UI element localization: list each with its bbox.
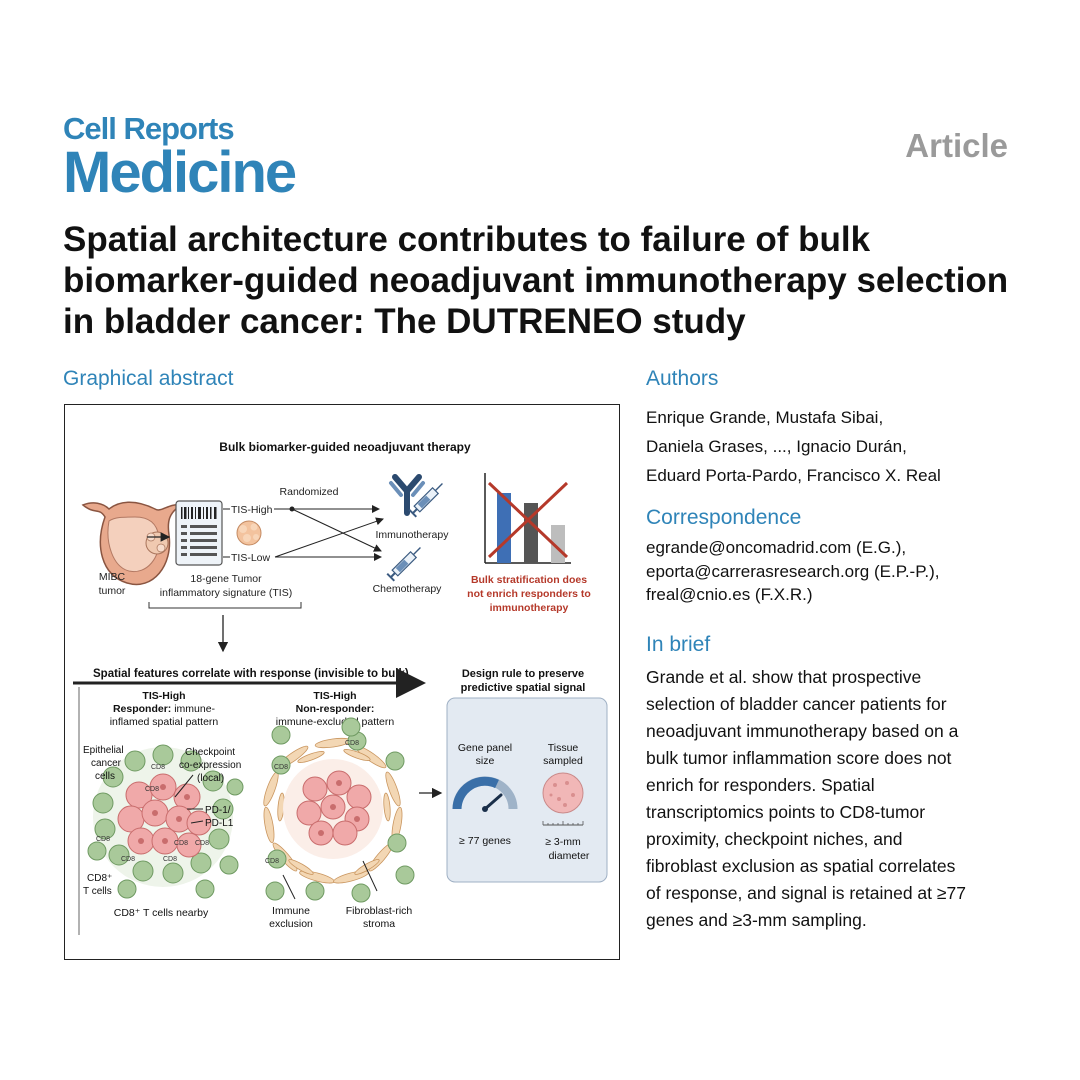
randomized-label: Randomized [280,486,339,498]
tissue-sampled-label: Tissue [548,742,579,754]
design-rule-title: Design rule to preserve [462,668,584,680]
journal-name-line2: Medicine [63,140,297,205]
authors-line: Daniela Grases, ..., Ignacio Durán, [646,437,907,456]
correspondence-heading: Correspondence [646,506,802,529]
correspondence-email[interactable]: egrande@oncomadrid.com (E.G.), [646,538,907,557]
signature-bracket [148,602,302,609]
chemotherapy-label: Chemotherapy [373,583,443,595]
tis-high-label: TIS-High [231,504,273,516]
article-type-label: Article [905,127,1008,164]
cd8-tag: CD8 [163,856,177,863]
graphical-abstract-heading: Graphical abstract [63,367,234,390]
cd8-tcells-label: T cells [83,886,112,897]
in-brief-heading: In brief [646,633,711,656]
cd8-tcells-label: CD8⁺ [87,873,112,884]
design-rule-title: predictive spatial signal [461,682,586,694]
graphical-abstract-figure: Bulk biomarker-guided neoadjuvant therap… [64,404,620,960]
in-brief-line: genes and ≥3-mm sampling. [646,910,867,930]
checkpoint-label: (local) [197,773,224,784]
correspondence-email[interactable]: freal@cnio.es (F.X.R.) [646,585,813,604]
gene-panel-label: size [476,755,495,767]
in-brief-line: of response, and signal is retained at ≥… [646,883,966,903]
mibc-label: MIBC [99,571,126,583]
nonresponder-bold: Non-responder: [296,703,375,715]
pd-label: PD-1/ [205,805,231,816]
in-brief-line: enrich for responders. Spatial [646,775,875,795]
authors-line: Enrique Grande, Mustafa Sibai, [646,408,884,427]
responder-rest: immune- [171,703,215,715]
responder-subtitle: Responder: immune- [113,703,216,715]
paper-title: Spatial architecture contributes to fail… [63,220,1009,341]
bulk-result-text: Bulk stratification does [471,574,587,586]
authors-line: Eduard Porta-Pardo, Francisco X. Real [646,466,941,485]
in-brief-line: selection of bladder cancer patients for [646,694,947,714]
bulk-result-text: not enrich responders to [467,588,591,600]
fibroblast-label: stroma [363,918,395,930]
in-brief-line: Grande et al. show that prospective [646,667,922,687]
immune-exclusion-label: Immune [272,905,310,917]
in-brief-line: fibroblast exclusion as spatial correlat… [646,856,956,876]
diameter-threshold-label: diameter [549,850,590,862]
journal-logo: Cell Reports Medicine [63,111,297,205]
diameter-threshold-label: ≥ 3-mm [545,836,581,848]
cd8-tag: CD8 [265,858,279,865]
abstract-top-title: Bulk biomarker-guided neoadjuvant therap… [219,440,471,454]
signature-card-icon [175,500,223,566]
nonresponder-subtitle: immune-excluded pattern [276,716,395,728]
tumor-cell-cluster-icon [236,520,262,546]
spatial-banner-text: Spatial features correlate with response… [93,668,409,680]
signature-label: 18-gene Tumor [190,573,262,585]
fibroblast-label: Fibroblast-rich [346,905,413,917]
cd8-tag: CD8 [121,856,135,863]
epithelial-label: cancer [91,758,122,769]
epithelial-label: Epithelial [83,745,124,756]
responder-subtitle: inflamed spatial pattern [110,716,219,728]
correspondence-list: egrande@oncomadrid.com (E.G.), eporta@ca… [646,536,1026,607]
bladder-icon [81,501,183,586]
responder-head: TIS-High [142,690,185,702]
checkpoint-label: Checkpoint [185,747,235,758]
in-brief-text: Grande et al. show that prospective sele… [646,664,1026,934]
crossed-bar-chart-icon [484,473,571,564]
journal-name-line1: Cell Reports [63,111,235,146]
genes-threshold-label: ≥ 77 genes [459,835,511,847]
nonresponder-head: TIS-High [313,690,356,702]
cd8-tag: CD8 [195,840,209,847]
mibc-label: tumor [99,585,126,597]
graphical-abstract-svg: Bulk biomarker-guided neoadjuvant therap… [73,440,608,935]
cd8-tag: CD8 [96,836,110,843]
cd8-nearby-label: CD8⁺ T cells nearby [114,907,209,919]
in-brief-line: proximity, checkpoint niches, and [646,829,903,849]
cd8-tag: CD8 [345,740,359,747]
cd8-tag: CD8 [174,840,188,847]
epithelial-label: cells [95,771,115,782]
tis-low-label: TIS-Low [231,552,271,564]
in-brief-line: bulk tumor inflammation score does not [646,748,952,768]
cd8-tag: CD8 [145,786,159,793]
correspondence-email[interactable]: eporta@carrerasresearch.org (E.P.-P.), [646,561,940,581]
tissue-sample-icon [542,772,584,826]
gauge-icon [452,776,518,812]
syringe-icon [386,547,421,582]
tissue-sampled-label: sampled [543,755,583,767]
cd8-tag: CD8 [274,764,288,771]
checkpoint-label: co-expression [179,760,241,771]
signature-label: inflammatory signature (TIS) [160,587,292,599]
authors-list: Enrique Grande, Mustafa Sibai, Daniela G… [646,403,1026,490]
bulk-result-text: immunotherapy [490,602,569,614]
responder-bold: Responder: [113,703,171,715]
nonresponder-tumor-illustration [263,717,415,903]
pd-label: PD-L1 [205,818,234,829]
immune-exclusion-label: exclusion [269,918,313,930]
antibody-icon [389,474,425,516]
gene-panel-label: Gene panel [458,742,512,754]
in-brief-line: transcriptomics points to CD8-tumor [646,802,926,822]
responder-tumor-illustration [87,744,244,899]
in-brief-line: neoadjuvant immunotherapy based on a [646,721,959,741]
syringe-icon [408,483,443,518]
immunotherapy-label: Immunotherapy [376,529,450,541]
authors-heading: Authors [646,367,719,390]
cd8-tag: CD8 [151,764,165,771]
